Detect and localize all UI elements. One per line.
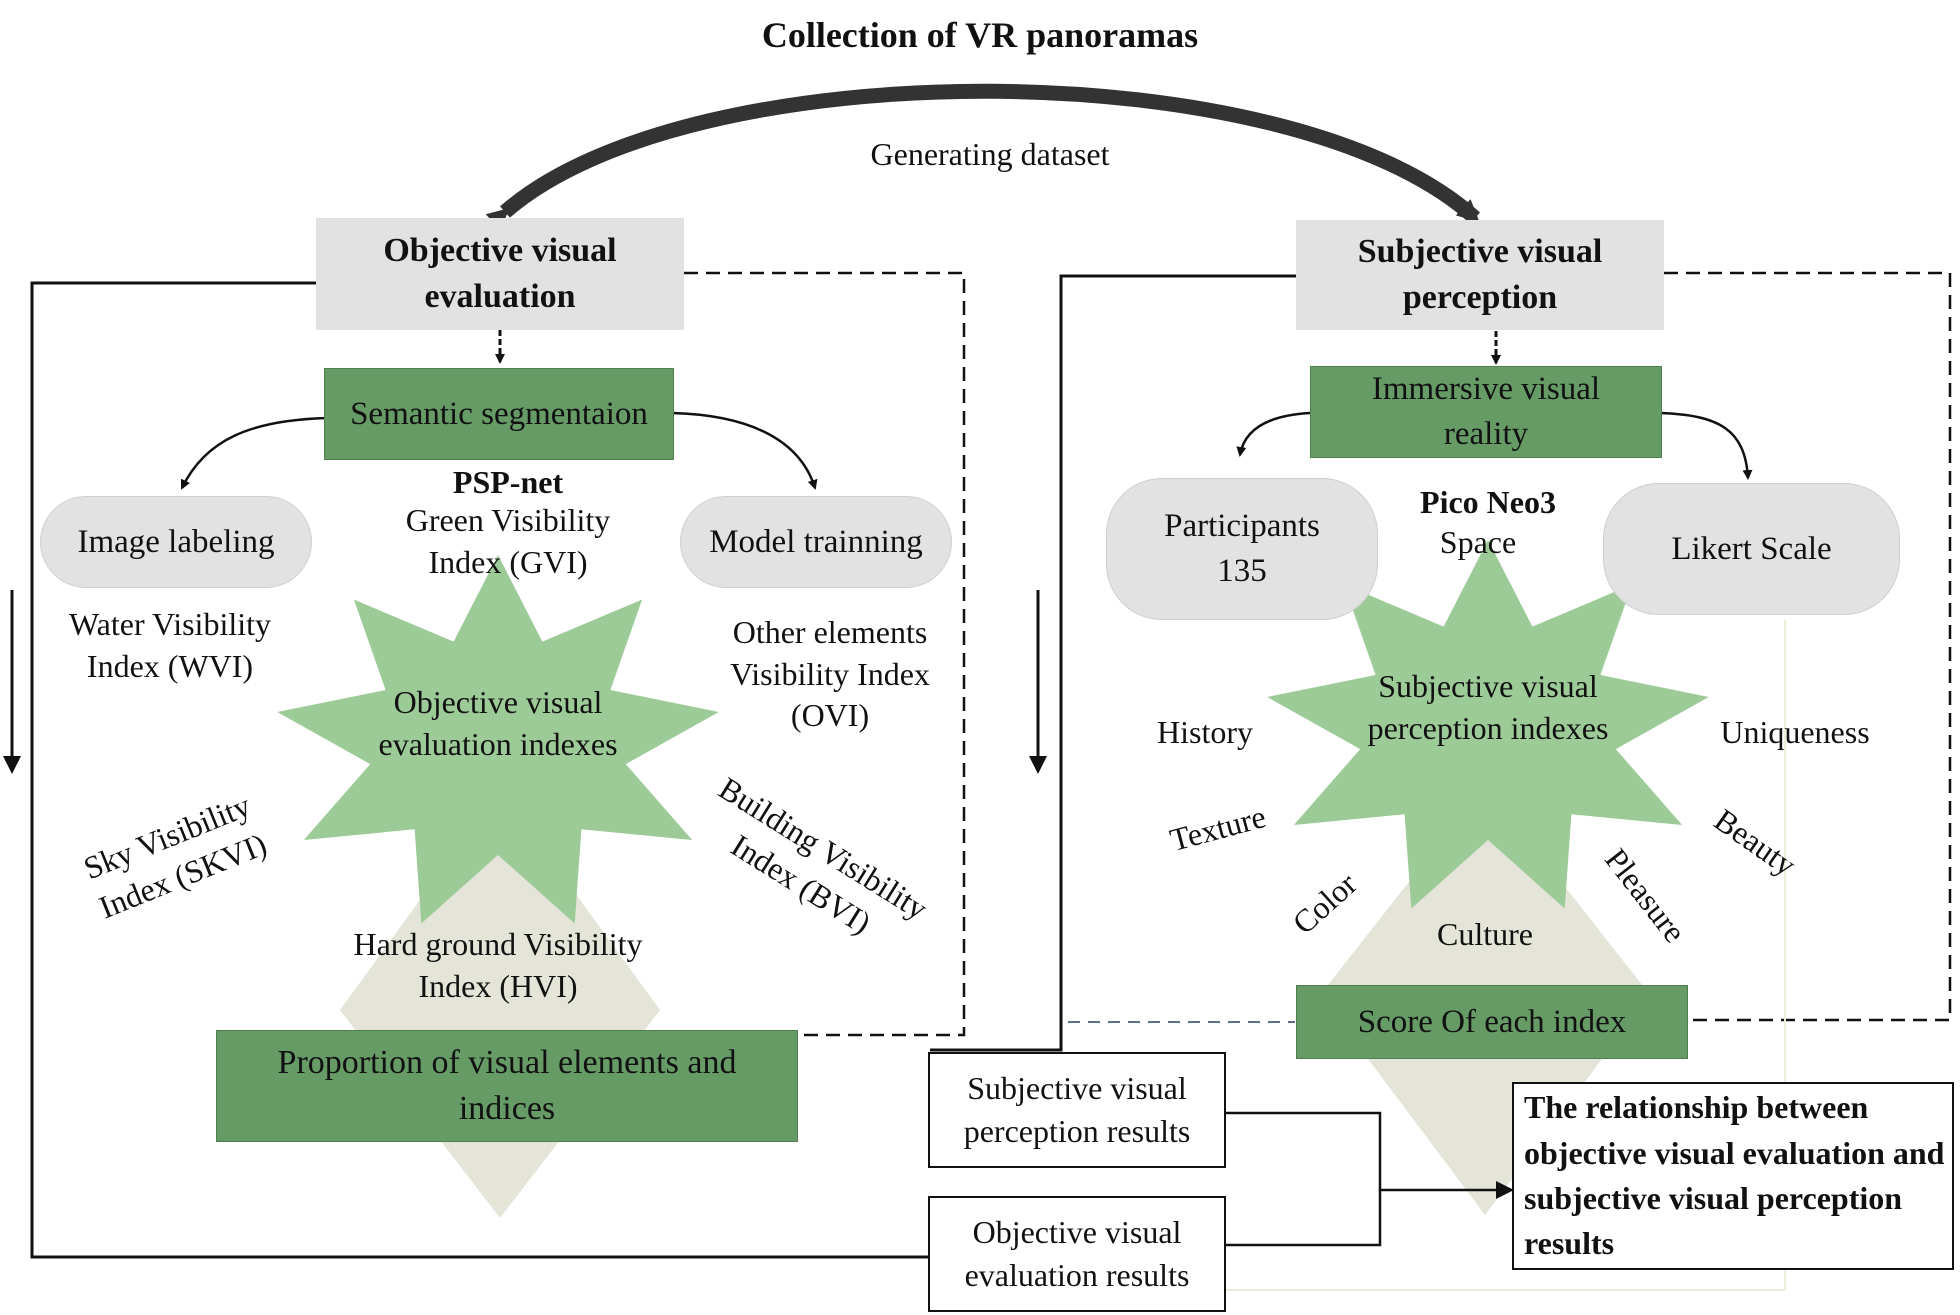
left-dashed-frame [684,271,966,1037]
hvi-label: Hard ground Visibility Index (HVI) [353,926,643,1004]
subjective-star-center-label: Subjective visual perception indexes [1367,668,1609,746]
participants-pill: Participants 135 [1106,478,1378,620]
score-box: Score Of each index [1296,985,1688,1059]
relationship-box: The relationship between objective visua… [1512,1082,1954,1270]
left-solid-frame [30,281,930,1259]
uniqueness-label: Uniqueness [1720,714,1870,750]
psp-net-label: PSP-net [452,464,564,500]
objective-star [277,555,719,924]
right-solid-frame [930,274,1296,1052]
subjective-star [1267,540,1709,909]
wvi-label: Water Visibility Index (WVI) [69,606,271,684]
objective-results-box: Objective visual evaluation results [928,1196,1226,1312]
right-dashed-frame [1664,271,1952,1022]
ovi-label: Other elements Visibility Index (OVI) [730,614,930,734]
generating-dataset-label: Generating dataset [870,136,1110,172]
model-training-pill: Model trainning [680,496,952,588]
semantic-segmentation-box: Semantic segmentaion [324,368,674,460]
subjective-header-box: Subjective visual perception [1296,220,1664,330]
likert-scale-pill: Likert Scale [1603,483,1900,615]
gvi-label: Green Visibility Index (GVI) [405,502,611,580]
objective-star-center-label: Objective visual evaluation indexes [378,684,618,762]
objective-header-box: Objective visual evaluation [316,218,684,330]
culture-label: Culture [1437,916,1533,952]
proportion-box: Proportion of visual elements and indice… [216,1030,798,1142]
image-labeling-pill: Image labeling [40,496,312,588]
immersive-reality-box: Immersive visual reality [1310,366,1662,458]
diagram-title: Collection of VR panoramas [761,15,1199,55]
history-label: History [1157,714,1253,750]
big-curved-arrow [485,83,1481,231]
space-label: Space [1439,524,1517,560]
pico-neo3-label: Pico Neo3 [1420,484,1556,520]
subjective-results-box: Subjective visual perception results [928,1052,1226,1168]
